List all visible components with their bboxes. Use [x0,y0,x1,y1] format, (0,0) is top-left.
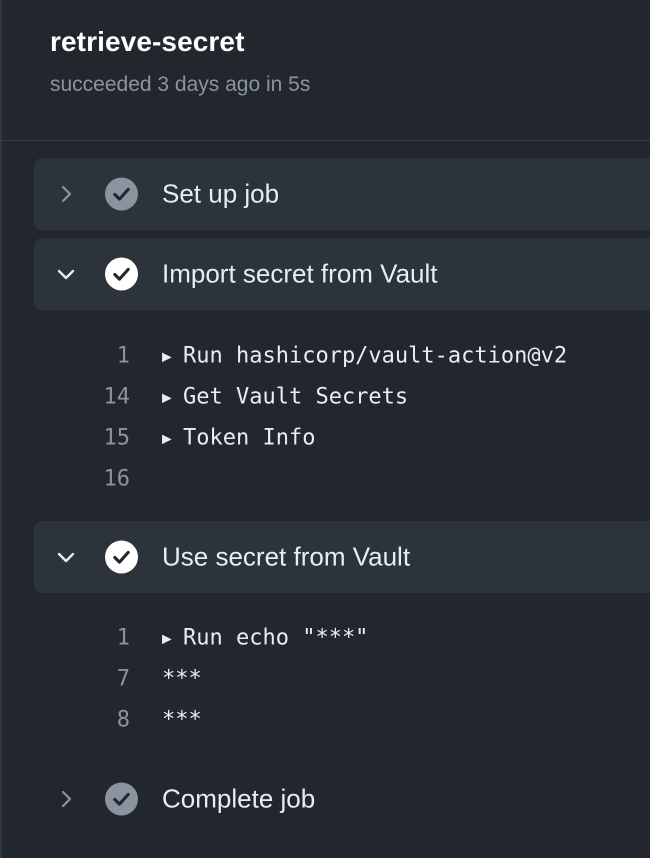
log-text: Token Info [183,425,316,450]
line-number: 15 [103,425,131,450]
log-text: *** [162,666,202,691]
expand-triangle-icon[interactable]: ▶ [162,428,172,447]
line-number: 16 [103,466,131,491]
check-circle-icon [105,257,138,291]
step-label: Import secret from Vault [162,258,438,289]
line-number: 1 [116,343,130,368]
log-line[interactable]: 1 ▶ Run echo "***" [0,617,650,658]
line-number: 1 [116,625,130,650]
line-number: 14 [103,384,131,409]
step-log-use-secret: 1 ▶ Run echo "***" 7 *** 8 *** [0,617,650,740]
step-label: Use secret from Vault [162,541,411,572]
chevron-down-icon [57,552,75,563]
line-number: 7 [116,666,130,691]
log-line[interactable]: 14 ▶ Get Vault Secrets [0,376,650,417]
step-label: Set up job [162,178,280,209]
job-title: retrieve-secret [50,26,245,57]
log-text: Run echo "***" [183,625,369,650]
step-use-secret[interactable]: Use secret from Vault [34,521,650,593]
step-import-secret[interactable]: Import secret from Vault [34,238,650,310]
log-text: *** [162,707,202,732]
job-header: retrieve-secret succeeded 3 days ago in … [0,0,650,141]
chevron-right-icon [61,790,72,808]
job-status: succeeded 3 days ago in 5s [50,73,311,96]
log-text: Run hashicorp/vault-action@v2 [183,343,568,368]
check-circle-icon [105,540,138,574]
check-circle-icon [105,177,138,211]
expand-triangle-icon[interactable]: ▶ [162,387,172,406]
step-complete-job[interactable]: Complete job [34,763,650,835]
step-set-up-job[interactable]: Set up job [34,158,650,230]
chevron-right-icon [61,185,72,203]
panel-border [0,0,2,858]
log-line: 7 *** [0,658,650,699]
step-log-import-secret: 1 ▶ Run hashicorp/vault-action@v2 14 ▶ G… [0,335,650,499]
chevron-down-icon [57,269,75,280]
log-line: 8 *** [0,699,650,740]
log-line[interactable]: 1 ▶ Run hashicorp/vault-action@v2 [0,335,650,376]
check-circle-icon [105,782,138,816]
log-line: 16 [0,458,650,499]
log-line[interactable]: 15 ▶ Token Info [0,417,650,458]
step-label: Complete job [162,783,316,814]
expand-triangle-icon[interactable]: ▶ [162,628,172,647]
expand-triangle-icon[interactable]: ▶ [162,346,172,365]
log-text: Get Vault Secrets [183,384,409,409]
line-number: 8 [116,707,130,732]
